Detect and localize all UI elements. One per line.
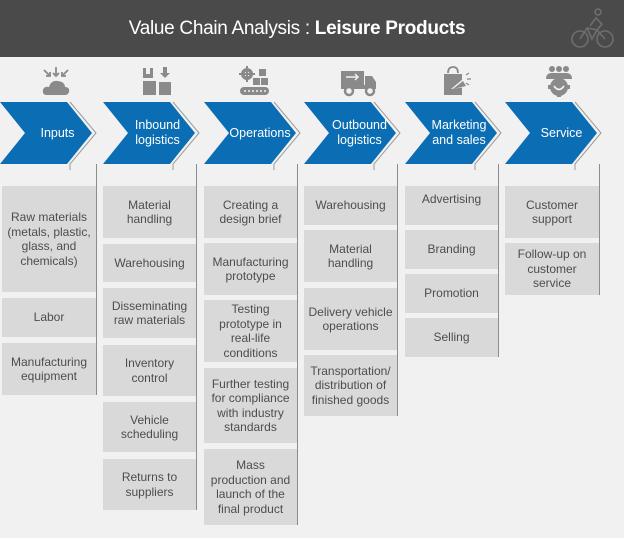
stage-label-inputs: Inputs — [40, 125, 75, 140]
inbound-logistics-item: Returns to suppliers — [103, 459, 196, 510]
outbound-logistics-item: Delivery vehicle operations — [304, 288, 397, 350]
marketing-and-sales-item: Branding — [405, 230, 498, 269]
divider-operations — [297, 164, 298, 525]
service-item: Follow-up on customer service — [505, 243, 599, 295]
stage-label-operations: Operations — [229, 125, 291, 140]
bicycle-icon — [571, 8, 614, 48]
page-title: Value Chain Analysis : Leisure Products — [128, 17, 466, 40]
stage-label-service: Service — [540, 125, 583, 140]
divider-inputs — [96, 164, 97, 395]
inputs-item: Manufacturing equipment — [2, 343, 96, 395]
divider-service — [599, 164, 600, 295]
chevron-outline — [574, 101, 602, 170]
chevron-marketing-and-sales — [405, 102, 497, 164]
stage-label-inbound-logistics: Inbound logistics — [134, 118, 181, 147]
chevron-outline — [69, 101, 97, 170]
delivery-truck-icon — [341, 71, 376, 97]
outbound-logistics-item: Material handling — [304, 230, 397, 282]
service-item: Customer support — [505, 186, 599, 238]
gear-conveyor-icon — [239, 66, 269, 95]
chevron-service — [505, 102, 597, 164]
outbound-logistics-item: Warehousing — [304, 186, 397, 225]
chevron-flow — [0, 101, 602, 170]
divider-outbound-logistics — [397, 164, 398, 416]
marketing-and-sales-item: Promotion — [405, 274, 498, 313]
title-subject: Leisure Products — [314, 17, 466, 39]
chevron-outline — [172, 101, 200, 170]
marketing-and-sales-item: Selling — [405, 318, 498, 357]
chevron-outline — [474, 101, 502, 170]
stage-label-outbound-logistics: Outbound logistics — [332, 118, 387, 147]
chevron-operations — [204, 102, 296, 164]
stage-label-marketing-and-sales: Marketing and sales — [431, 118, 487, 147]
chevron-outbound-logistics — [304, 102, 396, 164]
inbound-logistics-item: Disseminating raw materials — [103, 288, 196, 338]
inputs-item: Raw materials (metals, plastic, glass, a… — [2, 186, 96, 292]
inbound-logistics-item: Inventory control — [103, 345, 196, 396]
customer-group-gear-icon — [546, 66, 572, 97]
operations-item: Mass production and launch of the final … — [204, 449, 297, 525]
divider-inbound-logistics — [196, 164, 197, 510]
divider-marketing-and-sales — [498, 164, 499, 357]
boxes-arrow-icon — [143, 67, 171, 95]
chevron-outline — [373, 101, 401, 170]
title-prefix: Value Chain Analysis : — [128, 17, 315, 39]
header-bar: Value Chain Analysis : Leisure Products — [0, 0, 624, 57]
weather-cloud-arrows-icon — [42, 67, 70, 95]
operations-item: Further testing for compliance with indu… — [204, 368, 297, 443]
chevron-inputs — [0, 102, 92, 164]
inputs-item: Labor — [2, 298, 96, 337]
marketing-and-sales-item: Advertising — [405, 186, 498, 225]
inbound-logistics-item: Material handling — [103, 186, 196, 238]
chevron-inbound-logistics — [103, 102, 195, 164]
operations-item: Creating a design brief — [204, 186, 297, 238]
operations-item: Testing prototype in real-life condition… — [204, 300, 297, 362]
outbound-logistics-item: Transportation/ distribution of finished… — [304, 355, 397, 416]
inbound-logistics-item: Vehicle scheduling — [103, 402, 196, 452]
inbound-logistics-item: Warehousing — [103, 244, 196, 282]
operations-item: Manufacturing prototype — [204, 243, 297, 295]
shopping-bag-megaphone-icon — [444, 66, 471, 95]
chevron-outline — [273, 101, 301, 170]
